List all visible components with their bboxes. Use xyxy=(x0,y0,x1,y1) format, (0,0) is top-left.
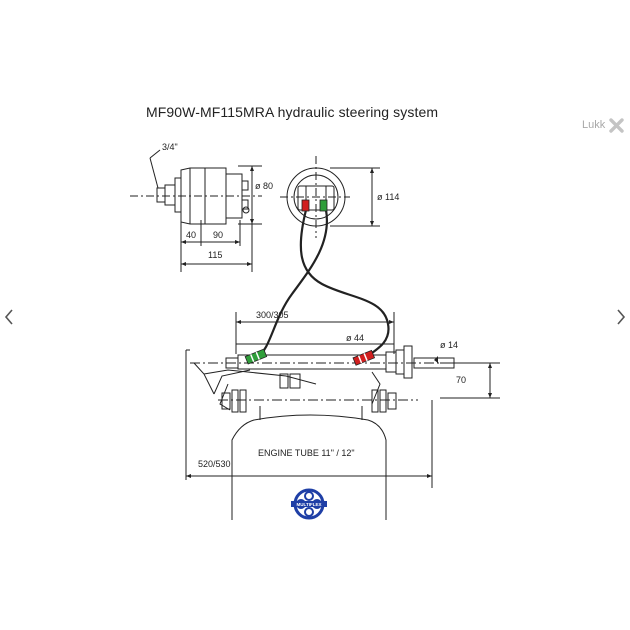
dim-115-label: 115 xyxy=(208,250,222,260)
helm-side-view xyxy=(130,149,262,272)
dim-70-label: 70 xyxy=(456,375,466,385)
drawing-title: MF90W-MF115MRA hydraulic steering system xyxy=(146,104,439,120)
dim-40-label: 40 xyxy=(186,230,196,240)
chevron-left-icon[interactable] xyxy=(2,307,16,327)
chevron-right-icon[interactable] xyxy=(614,307,628,327)
hose-fittings xyxy=(244,199,376,366)
steering-cylinder xyxy=(185,312,500,488)
engine-tube xyxy=(231,406,387,520)
thread-label: 3/4" xyxy=(162,142,178,152)
helm-rear-view xyxy=(280,156,380,238)
diam-80-label: ø 80 xyxy=(255,181,273,191)
hydraulic-hoses xyxy=(257,209,390,361)
multiflex-logo: MULTIFLEX xyxy=(291,488,327,520)
dimension-arrows xyxy=(181,166,492,478)
close-icon xyxy=(609,117,624,133)
diam-114-label: ø 114 xyxy=(377,192,399,202)
engine-tube-label: ENGINE TUBE 11" / 12" xyxy=(258,448,355,458)
diam-44-label: ø 44 xyxy=(346,333,364,343)
close-label: Lukk xyxy=(582,119,606,131)
close-button[interactable]: Lukk xyxy=(582,116,630,134)
logo-text: MULTIFLEX xyxy=(297,502,322,507)
dim-90-label: 90 xyxy=(213,230,223,240)
dim-300-label: 300/305 xyxy=(256,310,289,320)
diam-14-label: ø 14 xyxy=(440,340,458,350)
dim-520-label: 520/530 xyxy=(198,459,231,469)
